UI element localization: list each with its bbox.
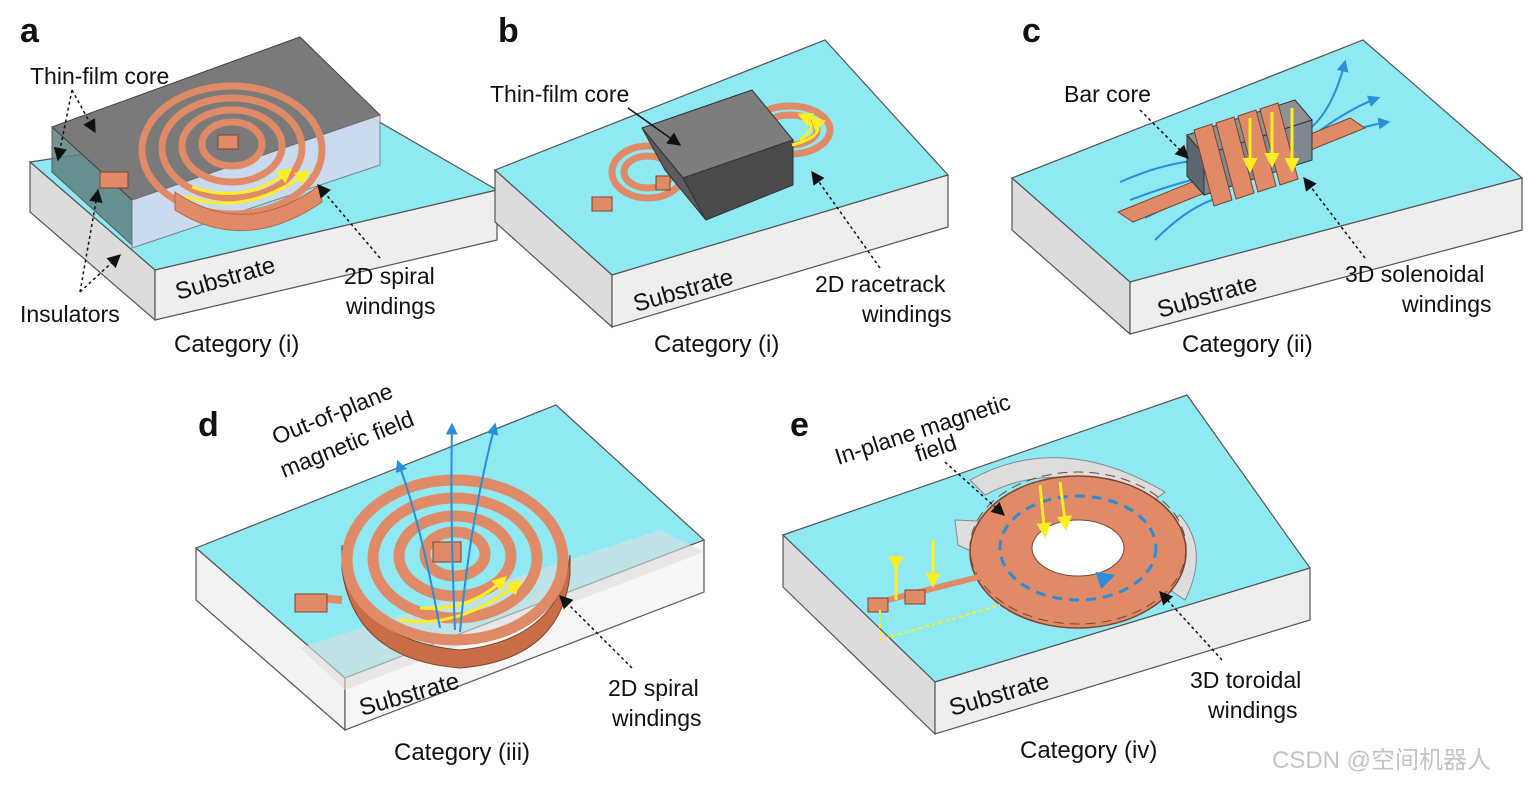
watermark: CSDN @空间机器人	[1272, 747, 1491, 774]
panel-label-a: a	[20, 12, 40, 50]
category-label-c: Category (ii)	[1182, 331, 1313, 358]
panel-b: b Thin-film core Substrate 2D racetrack …	[490, 12, 952, 358]
windings-label-a-line1: 2D spiral	[344, 263, 435, 289]
panel-d: d Out-of-plane magnetic field Substrate …	[194, 378, 706, 766]
panel-label-b: b	[498, 12, 519, 50]
panel-e: e In-plane magnetic field Substrate 3D t…	[781, 389, 1311, 764]
windings-label-e-line1: 3D toroidal	[1190, 667, 1301, 693]
windings-label-b-line1: 2D racetrack	[815, 271, 946, 297]
windings-label-d-line1: 2D spiral	[608, 675, 699, 701]
windings-label-c-line2: windings	[1401, 291, 1492, 317]
category-label-e: Category (iv)	[1020, 737, 1157, 764]
windings-label-d-line2: windings	[611, 705, 702, 731]
panel-label-e: e	[790, 406, 809, 444]
windings-label-c-line1: 3D solenoidal	[1345, 261, 1484, 287]
panel-c: c Bar core Substrate 3D solenoidal windi…	[1010, 12, 1524, 358]
insulators-label: Insulators	[20, 301, 120, 327]
windings-label-a-line2: windings	[345, 293, 436, 319]
windings-label-e-line2: windings	[1207, 697, 1298, 723]
thin-film-core-block	[641, 89, 794, 221]
windings-label-b-line2: windings	[861, 301, 952, 327]
panel-label-d: d	[198, 406, 219, 444]
panel-label-c: c	[1022, 12, 1041, 50]
field-lines-d	[395, 422, 499, 633]
category-label-d: Category (iii)	[394, 739, 530, 766]
panel-a: a Thin-film core Insulators Substrate 2D…	[20, 12, 499, 358]
toroid	[969, 471, 1187, 629]
thin-film-core-label-b: Thin-film core	[490, 81, 629, 107]
leads-e	[867, 540, 1001, 642]
bar-core-label: Bar core	[1064, 81, 1151, 107]
category-label-a: Category (i)	[174, 331, 299, 358]
category-label-b: Category (i)	[654, 331, 779, 358]
thin-film-core-label: Thin-film core	[30, 63, 169, 89]
